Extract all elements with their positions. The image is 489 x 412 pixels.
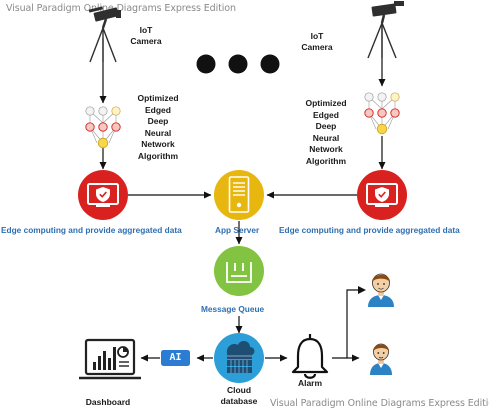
message-queue-node [214,246,264,296]
shield-check-icon [366,183,398,207]
cloud-db-label-line1: Cloud [226,385,252,395]
message-queue-label: Message Queue [201,304,265,314]
cloud-db-label-line2: database [220,396,258,406]
edge-node-left [78,170,128,220]
right-edge-label: Edge computing and provide aggregated da… [279,225,460,235]
edge-node-right [357,170,407,220]
arrowhead-user-top [358,286,366,294]
bell-icon [291,334,329,379]
left-camera-label: IoT Camera [126,25,166,47]
cloud-db-label: Cloud database [210,385,268,407]
left-algorithm-label: Optimized Edged Deep Neural Network Algo… [137,93,179,161]
alarm-label: Alarm [297,378,323,388]
cctv-camera-icon [367,1,404,59]
dashboard-chart-icon [79,338,141,380]
ai-badge [161,350,190,366]
watermark-bottom: Visual Paradigm Online Diagrams Express … [270,398,489,409]
cctv-camera-icon [88,6,121,63]
dashboard-label: Dashboard [85,397,131,407]
person-icon [368,273,394,307]
watermark-top: Visual Paradigm Online Diagrams Express … [6,3,236,14]
shield-check-icon [87,183,119,207]
right-camera-label: IoT Camera [297,31,337,53]
connector-alarm-users [332,289,358,359]
queue-icon [226,262,252,283]
ai-badge-label: AI [169,352,182,363]
right-algorithm-label: Optimized Edged Deep Neural Network Algo… [305,98,347,166]
left-camera-label-line2: Camera [130,36,162,46]
neural-network-icon [85,106,121,149]
right-camera-label-line1: IoT [310,31,324,41]
left-edge-label: Edge computing and provide aggregated da… [1,225,182,235]
cloud-database-icon [226,341,255,373]
neural-network-icon [364,92,400,135]
server-icon [228,176,250,213]
cloud-database-node [214,333,264,383]
app-server-node [214,170,264,220]
app-server-label: App Server [215,225,260,235]
right-camera-label-line2: Camera [301,42,333,52]
person-icon [370,343,392,375]
ellipsis-dots-icon [196,54,280,74]
left-camera-label-line1: IoT [139,25,153,35]
connector-lines [99,23,386,362]
